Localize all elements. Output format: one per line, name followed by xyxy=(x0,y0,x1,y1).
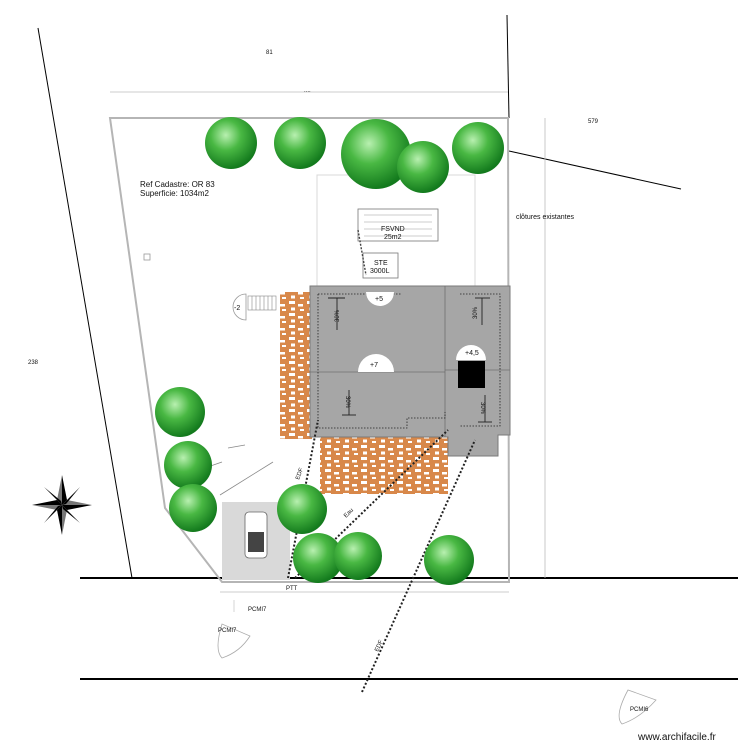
tank-capacity: 3000L xyxy=(370,268,390,275)
slope-left-lower: 30% xyxy=(344,396,350,409)
parcel-east-label: 579 xyxy=(588,119,599,125)
car xyxy=(244,511,268,559)
parcel-north-label: 81 xyxy=(266,50,273,56)
watermark: www.archifacile.fr xyxy=(637,732,716,743)
slope-left-upper: 30% xyxy=(335,309,341,322)
level-roof-mid: +7 xyxy=(370,362,378,369)
photo-point-south-label: PCMI7 xyxy=(218,628,237,634)
level-annex: +4,5 xyxy=(465,350,479,357)
roof-level-marker-top xyxy=(366,292,394,306)
level-roof-top: +5 xyxy=(375,296,383,303)
compass-rose xyxy=(32,475,92,535)
septic-tank[interactable] xyxy=(362,252,399,279)
network-water-label: Eau xyxy=(343,508,355,520)
slope-right-lower: 30% xyxy=(479,402,485,415)
septic-pipe xyxy=(357,229,367,276)
west-level-marker xyxy=(232,293,247,321)
west-steps xyxy=(247,295,277,311)
network-power-lower-label: EDF xyxy=(374,639,384,653)
photo-point-southeast[interactable] xyxy=(618,689,657,725)
network-power-upper-label: EDF xyxy=(295,467,305,481)
terrace-west xyxy=(280,292,312,439)
photo-point-southeast-label: PCMI6 xyxy=(630,707,649,713)
roof-level-marker-mid xyxy=(358,354,394,372)
cadastre-area: Superficie: 1034m2 xyxy=(140,189,209,198)
parcel-west-label: 238 xyxy=(28,360,39,366)
photo-point-south[interactable] xyxy=(217,623,251,659)
dimension-lines xyxy=(110,91,546,593)
dimension-north-label: .... xyxy=(304,88,311,94)
tank-name: STE xyxy=(374,260,388,267)
fences-label: clôtures existantes xyxy=(516,214,574,221)
external-lines xyxy=(37,14,738,680)
boundary-marker xyxy=(143,253,151,261)
septic-name: FSVND xyxy=(381,226,405,233)
cadastre-reference: Ref Cadastre: OR 83 xyxy=(140,180,215,189)
septic-area: 25m2 xyxy=(384,234,402,241)
septic-field[interactable] xyxy=(357,208,439,242)
level-west-step: -2 xyxy=(234,305,240,312)
network-telecom-label: PTT xyxy=(286,586,298,592)
water-line xyxy=(294,429,449,579)
house[interactable] xyxy=(309,285,511,457)
parcel-boundary xyxy=(108,117,511,583)
slope-right-upper: 30% xyxy=(473,306,479,319)
photo-point-road-label: PCMI7 xyxy=(248,607,267,613)
terrace-south xyxy=(320,437,448,494)
annex-block[interactable] xyxy=(458,361,485,388)
annex-level-marker xyxy=(456,345,486,360)
